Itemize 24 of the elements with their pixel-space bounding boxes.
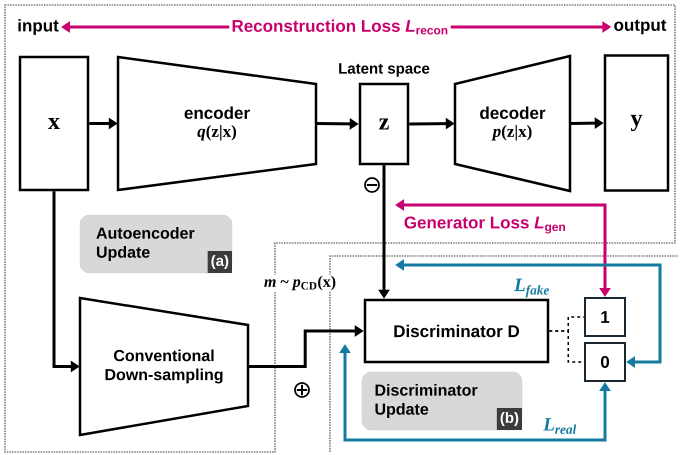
tag-badge: (a) [208, 251, 232, 273]
decoder-trapezoid: decoder p(z|x) [454, 54, 572, 193]
edge-label: Generator Loss L$_{gen}$ [402, 216, 568, 234]
note-box: Autoencoder Update (a) [80, 214, 232, 274]
edge-label: L$_{real}$ [542, 417, 578, 435]
dashed-line [549, 330, 584, 363]
note-box: Discriminator Update (b) [362, 372, 522, 430]
value-box: 1 [584, 297, 626, 337]
downsampling-trapezoid: Conventional Down-sampling [78, 296, 250, 436]
output-box: y [604, 54, 670, 192]
discriminator-box: Discriminator D [364, 298, 550, 364]
loss-label: Reconstruction Loss L$_{recon}$ [232, 20, 448, 34]
value-box: 0 [584, 342, 626, 382]
edge-label: m ~ p$_{CD}$(x) [262, 274, 338, 292]
operator-symbol: ⊕ [294, 382, 310, 398]
latent-box: z [358, 82, 410, 166]
operator-symbol: ⊖ [364, 177, 380, 193]
encoder-trapezoid: encoder q(z|x) [116, 56, 318, 192]
caption-label: Latent space [339, 63, 430, 77]
output-label: output [614, 20, 666, 34]
tag-badge: (b) [496, 408, 522, 430]
input-box: x [18, 56, 90, 192]
edge-label: L$_{fake}$ [513, 278, 551, 298]
input-label: input [18, 19, 59, 35]
